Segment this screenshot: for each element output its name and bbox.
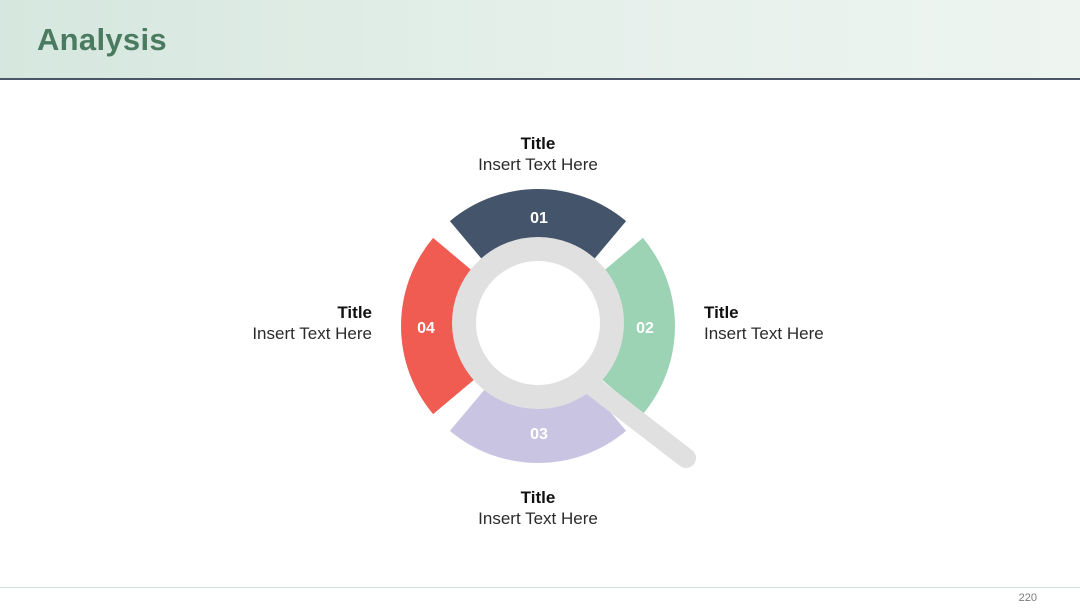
label-02-title: Title bbox=[704, 303, 739, 322]
page-title: Analysis bbox=[37, 22, 167, 57]
label-03: Title Insert Text Here bbox=[438, 487, 638, 529]
label-02: Title Insert Text Here bbox=[704, 302, 904, 344]
label-03-text: Insert Text Here bbox=[478, 509, 598, 528]
label-04: Title Insert Text Here bbox=[172, 302, 372, 344]
label-03-title: Title bbox=[520, 488, 556, 507]
label-01-text: Insert Text Here bbox=[478, 155, 598, 174]
magnifier-icon bbox=[452, 237, 696, 468]
segment-number-04: 04 bbox=[417, 320, 435, 337]
segment-03[interactable] bbox=[449, 379, 627, 463]
label-01: Title Insert Text Here bbox=[438, 133, 638, 175]
page-number: 220 bbox=[1018, 592, 1037, 604]
label-01-title: Title bbox=[520, 134, 556, 153]
header-bar: Analysis bbox=[0, 0, 1080, 80]
label-02-text: Insert Text Here bbox=[704, 324, 824, 343]
segment-number-01: 01 bbox=[530, 210, 548, 227]
segment-number-02: 02 bbox=[636, 320, 654, 337]
footer-divider bbox=[0, 587, 1080, 588]
label-04-title: Title bbox=[337, 303, 372, 322]
segment-number-03: 03 bbox=[530, 426, 548, 443]
label-04-text: Insert Text Here bbox=[252, 324, 372, 343]
